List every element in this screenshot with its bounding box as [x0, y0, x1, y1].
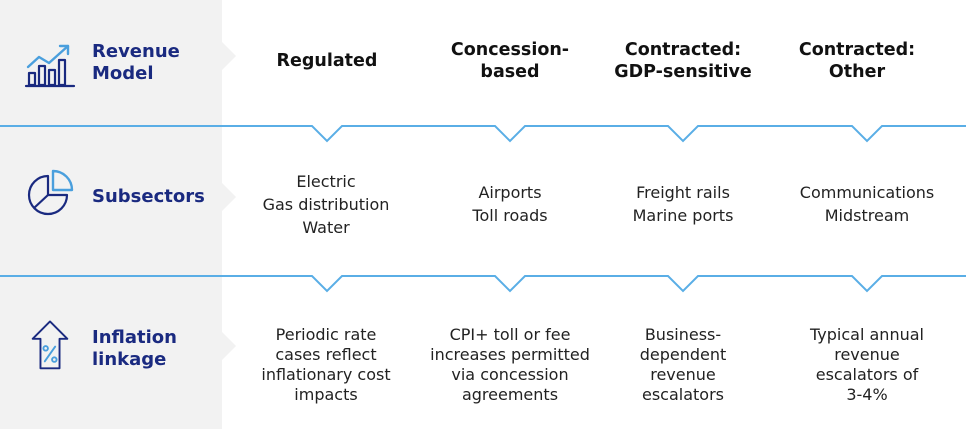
cell-line: inflationary cost [261, 365, 391, 384]
cell-line: CPI+ toll or fee [449, 325, 571, 344]
cell-line: Electric [296, 172, 356, 191]
row-label-line: Model [92, 63, 154, 84]
subsectors-cell-contracted-other: Communications Midstream [772, 181, 962, 227]
row-label-inflation-linkage: Inflation linkage [92, 327, 177, 371]
cell-line: revenue [834, 345, 900, 364]
column-header-concession-based: Concession- based [420, 39, 600, 83]
column-header-regulated: Regulated [247, 50, 407, 72]
header-line: based [480, 62, 540, 82]
cell-line: Business- [644, 325, 722, 344]
cell-line: cases reflect [275, 345, 377, 364]
bar-chart-growth-icon [24, 44, 76, 88]
row-label-panel [0, 0, 222, 429]
row-label-line: linkage [92, 349, 167, 370]
subsectors-cell-concession: Airports Toll roads [420, 181, 600, 227]
column-header-contracted-other: Contracted: Other [772, 39, 942, 83]
cell-line: Marine ports [632, 206, 734, 225]
cell-line: Water [302, 218, 350, 237]
cell-line: Periodic rate [275, 325, 377, 344]
cell-line: Freight rails [636, 183, 730, 202]
subsectors-cell-regulated: Electric Gas distribution Water [240, 170, 412, 239]
inflation-cell-regulated: Periodic rate cases reflect inflationary… [240, 325, 412, 405]
subsectors-cell-contracted-gdp: Freight rails Marine ports [593, 181, 773, 227]
cell-line: Communications [799, 183, 935, 202]
cell-line: revenue [650, 365, 716, 384]
separator-line-2 [0, 275, 966, 293]
cell-line: Airports [478, 183, 542, 202]
percent-up-arrow-icon [31, 320, 69, 370]
row-label-subsectors: Subsectors [92, 186, 205, 208]
cell-line: impacts [294, 385, 358, 404]
row-notch-subsectors [222, 183, 236, 211]
cell-line: dependent [639, 345, 727, 364]
row-label-line: Inflation [92, 327, 177, 348]
header-line: Other [828, 62, 886, 82]
cell-line: escalators [641, 385, 724, 404]
cell-line: Typical annual [810, 325, 924, 344]
separator-line-1 [0, 125, 966, 143]
inflation-cell-contracted-other: Typical annual revenue escalators of 3-4… [777, 325, 957, 405]
inflation-cell-contracted-gdp: Business- dependent revenue escalators [593, 325, 773, 405]
cell-line: increases permitted [430, 345, 590, 364]
cell-line: escalators of [815, 365, 919, 384]
row-label-line: Subsectors [92, 186, 205, 207]
cell-line: Midstream [824, 206, 910, 225]
row-notch-inflation [222, 332, 236, 360]
header-line: Concession- [450, 40, 570, 60]
header-line: Contracted: [624, 40, 742, 60]
header-line: GDP-sensitive [614, 62, 752, 82]
row-label-line: Revenue [92, 41, 180, 62]
inflation-cell-concession: CPI+ toll or fee increases permitted via… [415, 325, 605, 405]
header-line: Contracted: [798, 40, 916, 60]
row-notch-revenue [222, 42, 236, 70]
cell-line: via concession [451, 365, 569, 384]
cell-line: agreements [461, 385, 559, 404]
cell-line: Gas distribution [262, 195, 390, 214]
pie-chart-icon [27, 169, 74, 216]
column-header-contracted-gdp: Contracted: GDP-sensitive [593, 39, 773, 83]
cell-line: Toll roads [472, 206, 548, 225]
header-line: Regulated [276, 51, 378, 71]
row-label-revenue-model: Revenue Model [92, 41, 180, 85]
cell-line: 3-4% [846, 385, 888, 404]
